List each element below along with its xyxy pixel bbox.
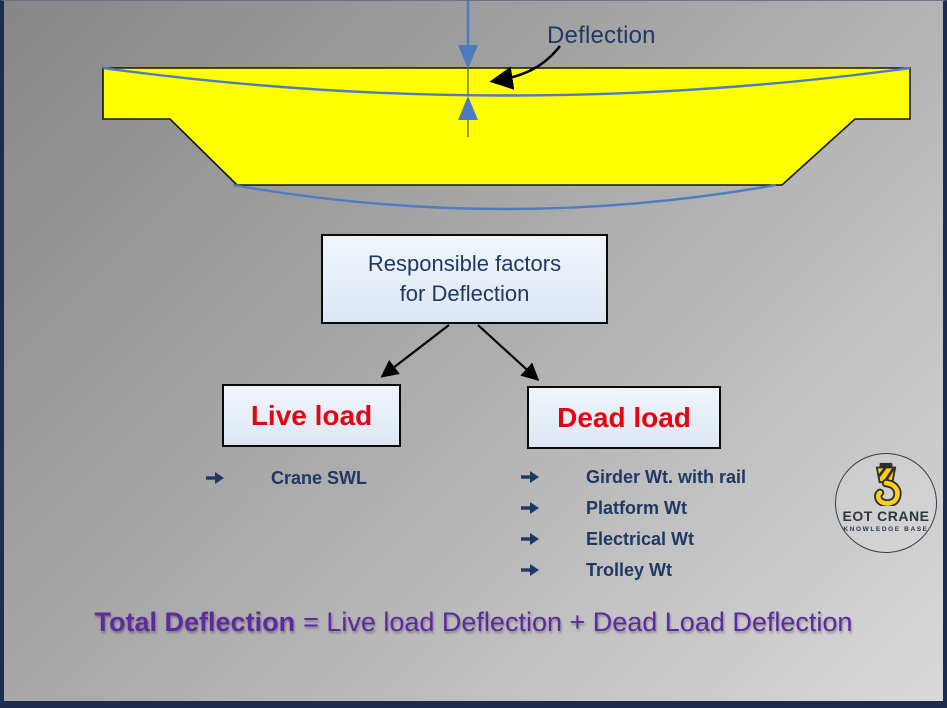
total-deflection-formula: Total Deflection= Live load Deflection +…	[4, 607, 943, 638]
live-load-list: Crane SWL	[205, 467, 368, 488]
live-load-item-label: Crane SWL	[271, 467, 368, 488]
responsible-factors-box: Responsible factors for Deflection	[321, 234, 608, 324]
arrow-to-dead-load	[477, 324, 540, 381]
list-item: Trolley Wt	[520, 559, 746, 580]
dead-load-item-label: Platform Wt	[586, 497, 687, 518]
dead-load-item-label: Girder Wt. with rail	[586, 466, 747, 487]
list-item: Girder Wt. with rail	[520, 466, 747, 487]
bottom-deflection-curve	[232, 183, 777, 211]
down-arrowhead	[458, 45, 478, 69]
dead-load-list: Girder Wt. with rail Platform Wt Electri…	[520, 466, 747, 580]
dead-load-item-label: Electrical Wt	[586, 528, 695, 549]
dead-load-item-label: Trolley Wt	[586, 559, 673, 580]
live-load-box: Live load	[222, 384, 401, 447]
dead-load-label: Dead load	[557, 401, 691, 433]
list-item: Electrical Wt	[520, 528, 746, 549]
formula-rest: = Live load Deflection + Dead Load Defle…	[303, 607, 853, 637]
crane-hook-icon	[874, 462, 902, 506]
girder-shape	[102, 67, 911, 186]
responsible-factors-line2: for Deflection	[399, 281, 530, 306]
live-load-label: Live load	[250, 399, 373, 431]
arrow-bullet-icon	[521, 564, 539, 576]
arrow-bullet-icon	[521, 533, 539, 545]
deflection-label: Deflection	[547, 22, 656, 49]
arrow-bullet-icon	[521, 471, 539, 483]
eot-crane-logo: EOT CRANE KNOWLEDGE BASE	[835, 453, 937, 553]
deflection-callout-arrow	[489, 45, 562, 90]
top-deflection-curve	[102, 66, 911, 97]
responsible-factors-line1: Responsible factors	[367, 251, 562, 276]
dead-load-box: Dead load	[527, 386, 721, 449]
girder-illustration	[102, 1, 911, 211]
list-item: Crane SWL	[205, 467, 368, 488]
formula-lead: Total Deflection	[94, 607, 296, 637]
logo-title: EOT CRANE	[842, 508, 930, 524]
list-item: Platform Wt	[520, 497, 746, 518]
logo-subtitle: KNOWLEDGE BASE	[843, 526, 929, 533]
arrow-bullet-icon	[206, 472, 224, 484]
up-arrowhead	[458, 96, 478, 120]
arrow-bullet-icon	[521, 502, 539, 514]
arrow-to-live-load	[380, 324, 450, 378]
